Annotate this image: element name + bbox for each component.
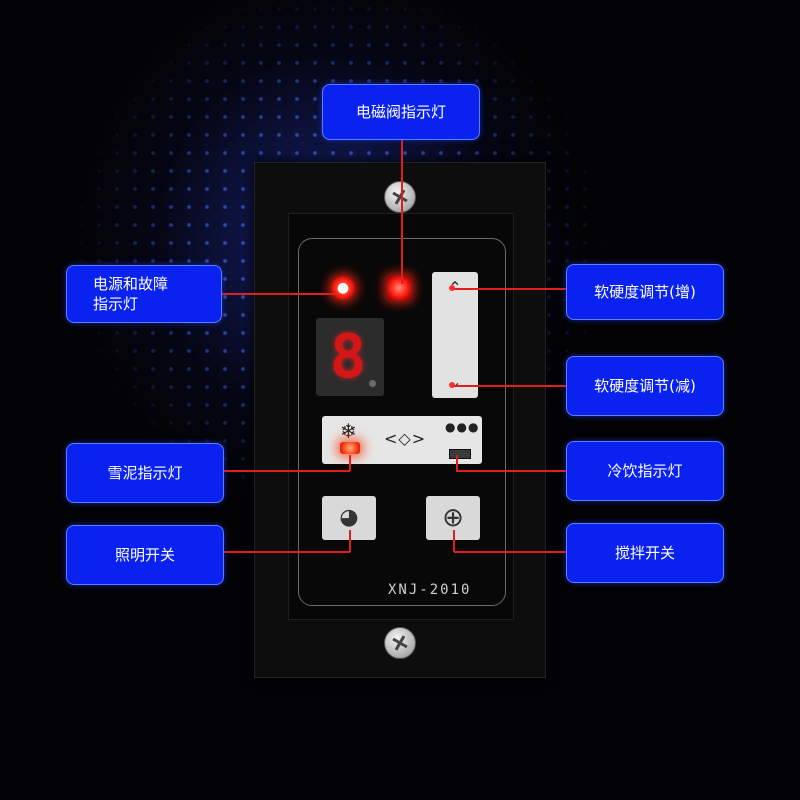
light-switch-label: 照明开关 [66,525,224,585]
light-icon: ◕ [339,505,359,530]
seven-segment-display: 8 [316,318,384,396]
slush-leader-line [222,470,350,472]
hardness-down-leader-line [452,385,566,387]
valve-leader-line [401,138,403,284]
power-fault-indicator-label: 电源和故障 指示灯 [66,265,222,323]
stir-spiral-icon: ⊕ [442,503,464,533]
valve-indicator-label: 电磁阀指示灯 [322,84,480,140]
mode-toggle-arrows[interactable]: <◇> [384,429,427,448]
light-switch-button[interactable]: ◕ [322,496,376,540]
cold-drink-leader-riser [456,455,458,471]
hardness-down-leader-dot [449,382,455,388]
power-fault-led-icon: ● [331,276,355,300]
display-digit: 8 [330,322,367,392]
hardness-down-label: 软硬度调节(减) [566,356,724,416]
slush-leader-riser [349,455,351,471]
stir-leader-line [454,551,566,553]
stir-switch-label: 搅拌开关 [566,523,724,583]
stir-leader-riser [453,530,455,552]
power-leader-line [222,293,336,295]
light-leader-riser [349,530,351,552]
hardness-up-leader-dot [449,285,455,291]
cold-drink-indicator-label: 冷饮指示灯 [566,441,724,501]
top-screw-icon [384,181,416,213]
hardness-up-leader-line [452,288,566,290]
model-number: XNJ-2010 [388,582,472,598]
bottom-screw-icon [384,627,416,659]
cold-drink-led [449,449,471,459]
hardness-up-button[interactable]: ⌃ [432,280,478,296]
display-decimal-dot [369,380,376,387]
mode-select-bar[interactable]: ❄ <◇> ●●● [322,416,482,464]
slush-indicator-label: 雪泥指示灯 [66,443,224,503]
valve-led-icon [387,276,411,300]
cold-drink-leader-line [456,470,566,472]
water-drops-icon: ●●● [445,420,480,434]
hardness-adjust-pad: ⌃ ⌄ [432,272,478,398]
slush-led [340,442,360,454]
snowflake-icon: ❄ [340,419,357,443]
hardness-up-label: 软硬度调节(增) [566,264,724,320]
hardness-down-button[interactable]: ⌄ [448,372,462,391]
light-leader-line [222,551,350,553]
